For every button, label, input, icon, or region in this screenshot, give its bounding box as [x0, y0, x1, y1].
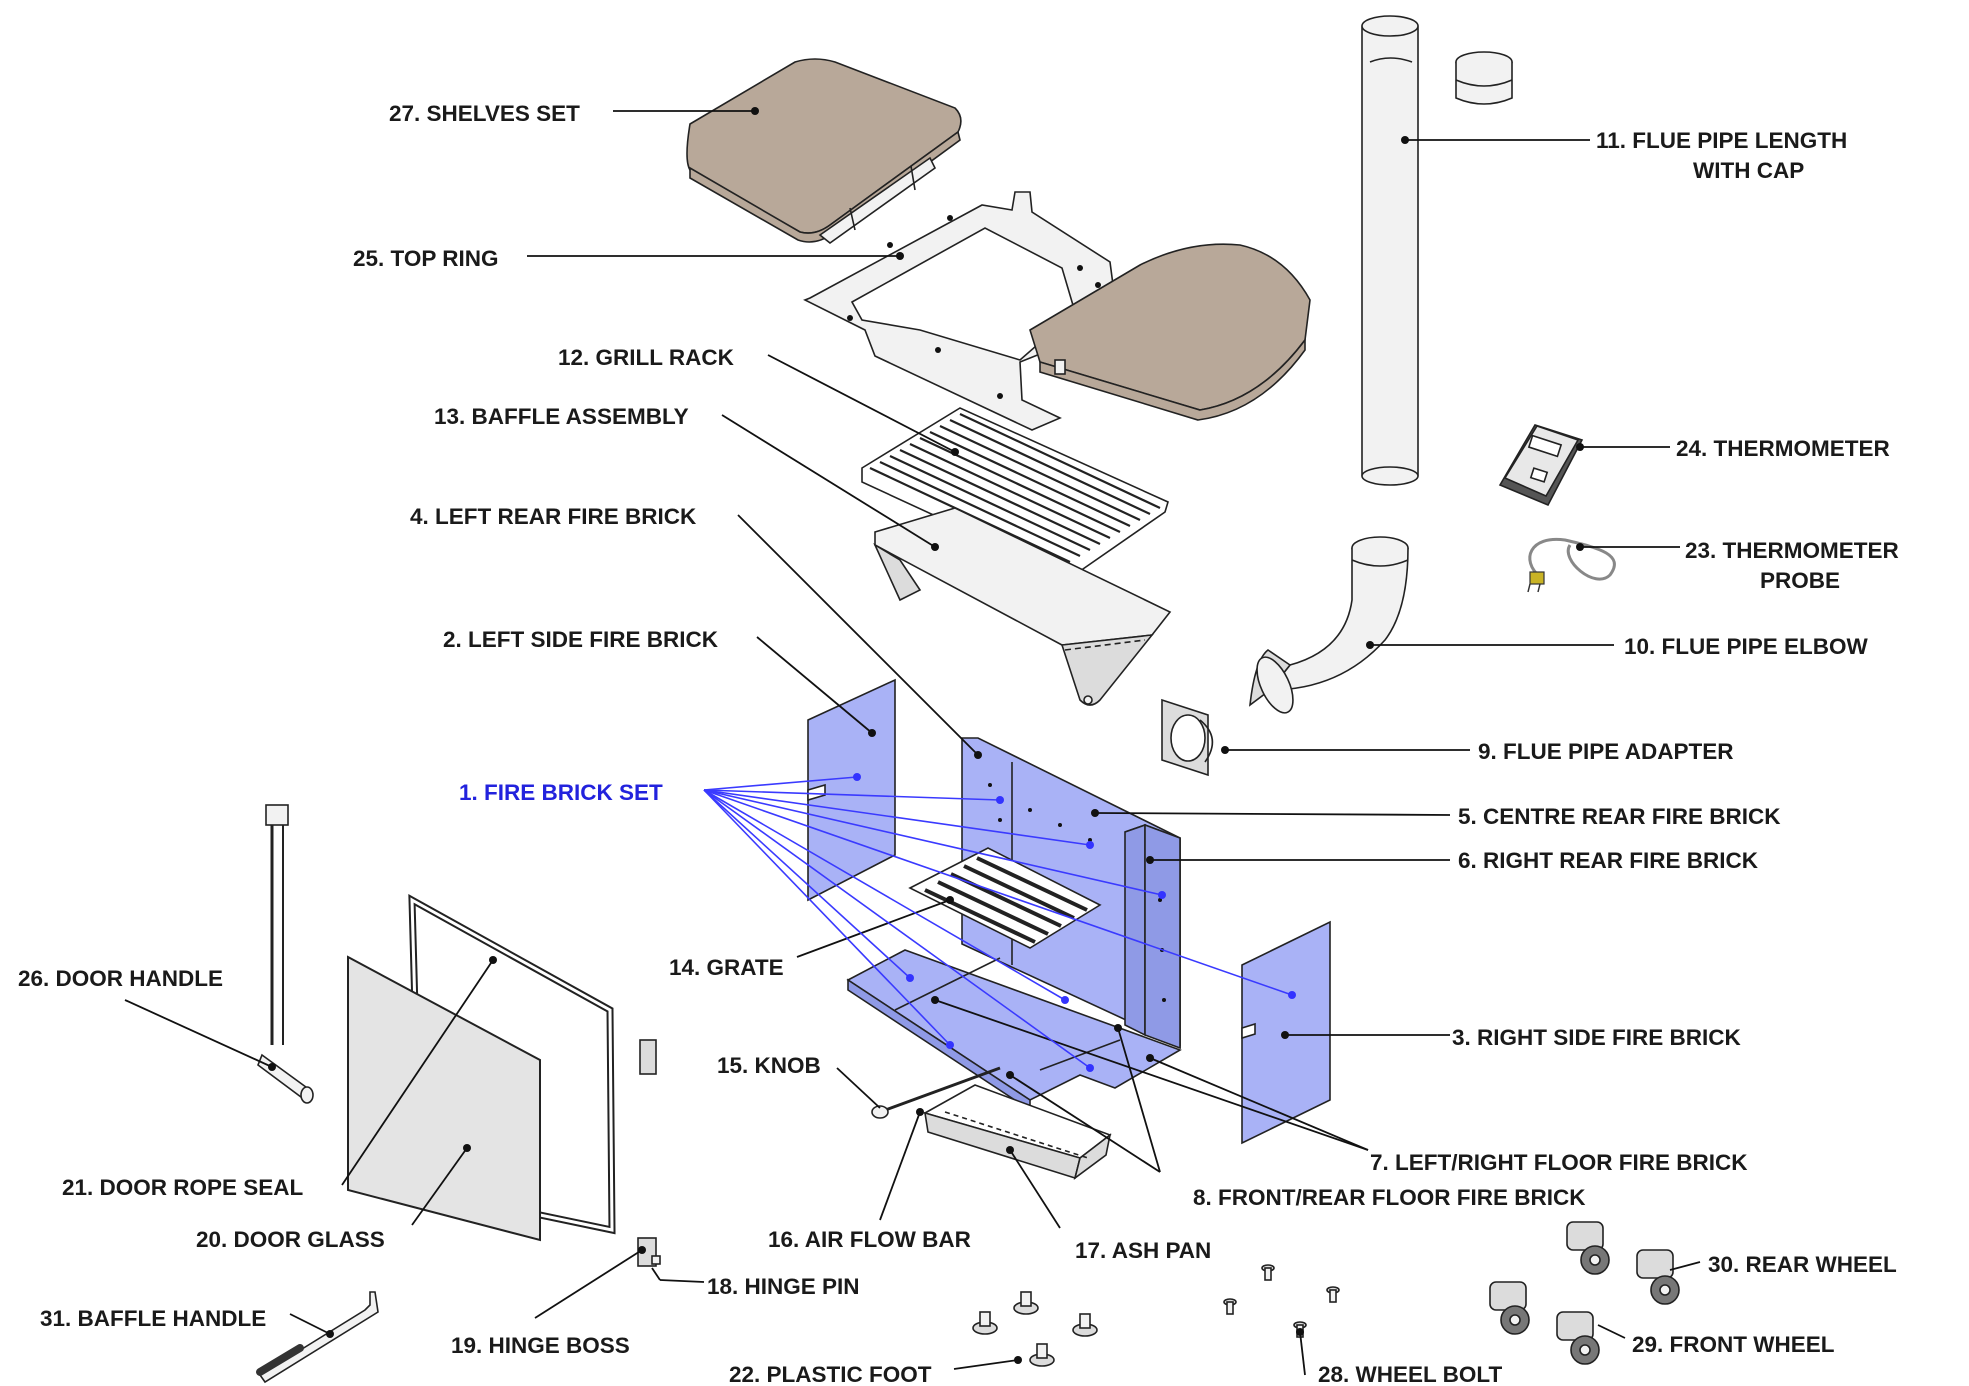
label-front-wheel: 29. FRONT WHEEL [1632, 1332, 1835, 1357]
label-hinge-pin: 18. HINGE PIN [707, 1274, 860, 1299]
thermometer-drawing [1498, 424, 1584, 507]
label-left-right-floor-fire-brick: 7. LEFT/RIGHT FLOOR FIRE BRICK [1370, 1150, 1748, 1175]
label-plastic-foot: 22. PLASTIC FOOT [729, 1362, 932, 1386]
flue-pipe-elbow-drawing [1249, 536, 1409, 714]
label-left-side-fire-brick: 2. LEFT SIDE FIRE BRICK [443, 627, 719, 652]
wheels-drawing [1489, 1221, 1680, 1365]
label-left-rear-fire-brick: 4. LEFT REAR FIRE BRICK [410, 504, 697, 529]
label-thermometer-probe-line2: PROBE [1760, 568, 1840, 593]
baffle-handle-drawing [256, 1291, 379, 1384]
fire-brick-set-leader-lines [703, 773, 1296, 1072]
grill-rack-drawing [861, 407, 1169, 579]
label-flue-pipe-length-line2: WITH CAP [1693, 158, 1804, 183]
label-flue-pipe-length-line1: 11. FLUE PIPE LENGTH [1596, 128, 1847, 153]
label-baffle-handle: 31. BAFFLE HANDLE [40, 1306, 266, 1331]
label-door-glass: 20. DOOR GLASS [196, 1227, 385, 1252]
wheel-bolts-drawing [1223, 1264, 1340, 1338]
label-grate: 14. GRATE [669, 955, 784, 980]
left-shelf-drawing [686, 58, 962, 245]
thermometer-probe-drawing [1527, 537, 1616, 593]
label-thermometer-probe-line1: 23. THERMOMETER [1685, 538, 1899, 563]
label-door-handle: 26. DOOR HANDLE [18, 966, 223, 991]
label-baffle-assembly: 13. BAFFLE ASSEMBLY [434, 404, 689, 429]
label-shelves-set: 27. SHELVES SET [389, 101, 580, 126]
label-centre-rear-fire-brick: 5. CENTRE REAR FIRE BRICK [1458, 804, 1781, 829]
label-thermometer: 24. THERMOMETER [1676, 436, 1890, 461]
label-wheel-bolt: 28. WHEEL BOLT [1318, 1362, 1502, 1386]
floor-fire-bricks-drawing [846, 949, 1182, 1112]
part-labels: 27. SHELVES SET 25. TOP RING 12. GRILL R… [18, 101, 1899, 1386]
door-glass-drawing [347, 955, 541, 1242]
right-shelf-drawing [1029, 243, 1311, 421]
label-front-rear-floor-fire-brick: 8. FRONT/REAR FLOOR FIRE BRICK [1193, 1185, 1586, 1210]
ash-pan-drawing [922, 1084, 1112, 1180]
label-hinge-boss: 19. HINGE BOSS [451, 1333, 630, 1358]
label-right-side-fire-brick: 3. RIGHT SIDE FIRE BRICK [1452, 1025, 1742, 1050]
baffle-assembly-drawing [873, 507, 1172, 706]
label-air-flow-bar: 16. AIR FLOW BAR [768, 1227, 971, 1252]
leader-lines [124, 107, 1701, 1376]
label-right-rear-fire-brick: 6. RIGHT REAR FIRE BRICK [1458, 848, 1759, 873]
label-knob: 15. KNOB [717, 1053, 821, 1078]
hinge-parts-drawing [637, 1039, 661, 1267]
label-rear-wheel: 30. REAR WHEEL [1708, 1252, 1897, 1277]
flue-pipe-length-drawing [1361, 15, 1513, 486]
flue-pipe-adapter-drawing [1161, 698, 1214, 777]
air-flow-bar-drawing [871, 1066, 1001, 1119]
plastic-feet-drawing [972, 1291, 1098, 1367]
door-handle-drawing [257, 804, 314, 1104]
label-top-ring: 25. TOP RING [353, 246, 498, 271]
left-side-fire-brick-drawing [807, 678, 896, 902]
label-flue-pipe-adapter: 9. FLUE PIPE ADAPTER [1478, 739, 1733, 764]
label-door-rope-seal: 21. DOOR ROPE SEAL [62, 1175, 304, 1200]
label-grill-rack: 12. GRILL RACK [558, 345, 735, 370]
label-flue-pipe-elbow: 10. FLUE PIPE ELBOW [1624, 634, 1869, 659]
label-fire-brick-set: 1. FIRE BRICK SET [459, 780, 663, 805]
label-ash-pan: 17. ASH PAN [1075, 1238, 1211, 1263]
